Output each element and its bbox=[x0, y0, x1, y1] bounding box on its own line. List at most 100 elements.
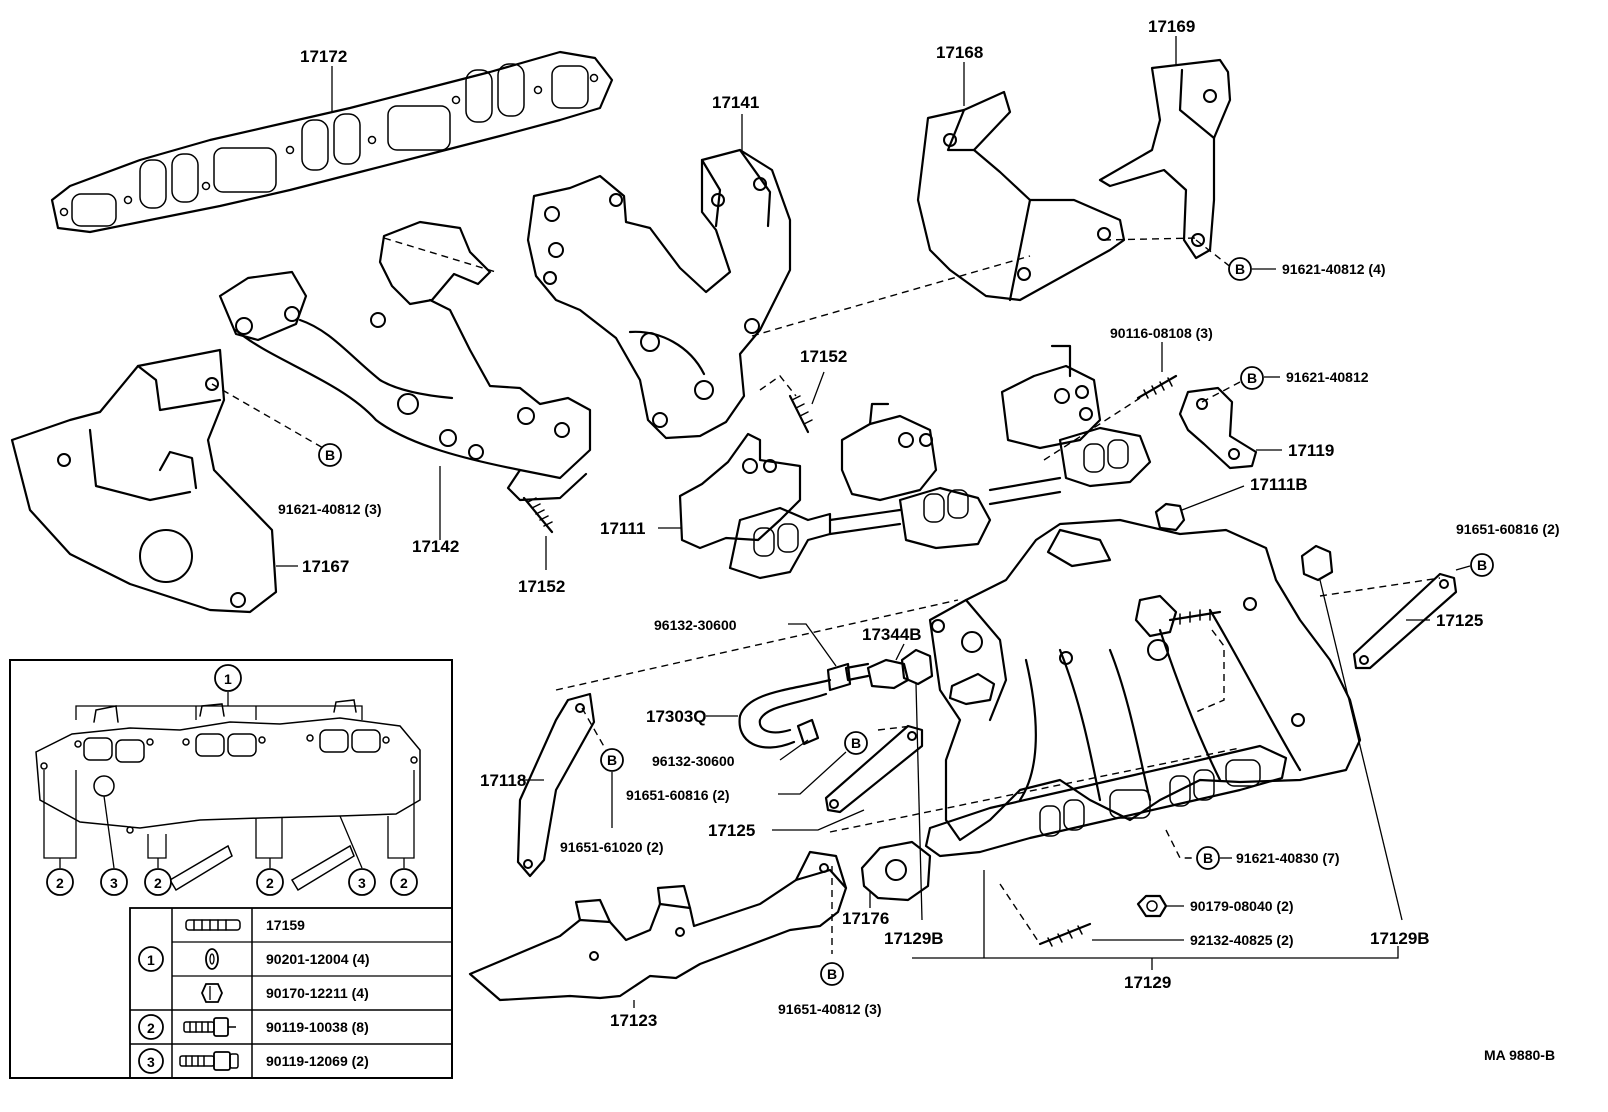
bolt-icon bbox=[183, 1017, 236, 1037]
label-17129b-left: 17129B bbox=[884, 929, 944, 948]
part-17168-heat-insulator bbox=[916, 90, 1126, 302]
b-marker-7: B bbox=[600, 748, 624, 772]
svg-text:1: 1 bbox=[224, 671, 232, 687]
svg-text:2: 2 bbox=[56, 875, 64, 891]
inset-marker-2c: 2 bbox=[256, 868, 284, 896]
label-17152-lower: 17152 bbox=[518, 577, 565, 596]
part-90116-08108-stud bbox=[1136, 374, 1178, 400]
label-17303q: 17303Q bbox=[646, 707, 707, 726]
label-17142: 17142 bbox=[412, 537, 459, 556]
part-17176-gasket bbox=[860, 840, 932, 902]
part-17152-stud-upper bbox=[788, 394, 813, 434]
part-17129-gasket bbox=[924, 744, 1288, 858]
legend-part-90119-12069: 90119-12069 (2) bbox=[266, 1053, 369, 1069]
legend-part-90170-12211: 90170-12211 (4) bbox=[266, 985, 369, 1001]
svg-text:B: B bbox=[851, 735, 861, 751]
label-17125-right: 17125 bbox=[1436, 611, 1483, 630]
svg-text:1: 1 bbox=[147, 952, 155, 968]
label-90116-08108-3: 90116-08108 (3) bbox=[1110, 325, 1213, 341]
label-17168: 17168 bbox=[936, 43, 983, 62]
part-17129-intake-manifold bbox=[928, 518, 1362, 842]
part-96132-30600-clamp-upper bbox=[826, 662, 852, 692]
label-91651-61020-2: 91651-61020 (2) bbox=[560, 839, 664, 855]
svg-text:2: 2 bbox=[400, 875, 408, 891]
svg-text:3: 3 bbox=[110, 875, 118, 891]
svg-text:2: 2 bbox=[154, 875, 162, 891]
part-17172-gasket bbox=[50, 50, 614, 234]
inset-marker-3b: 3 bbox=[348, 868, 376, 896]
part-17142-exhaust-manifold bbox=[218, 220, 592, 502]
legend-group-marker-1: 1 bbox=[138, 946, 164, 972]
label-17111: 17111 bbox=[600, 519, 645, 538]
b-marker-4: B bbox=[1196, 846, 1220, 870]
label-17118: 17118 bbox=[480, 771, 526, 790]
inset-marker-2d: 2 bbox=[390, 868, 418, 896]
svg-text:2: 2 bbox=[266, 875, 274, 891]
b-marker-8: B bbox=[820, 962, 844, 986]
part-17129b-plug-left bbox=[900, 648, 934, 686]
label-90179-08040-2: 90179-08040 (2) bbox=[1190, 898, 1294, 914]
label-91651-60816-2-right: 91651-60816 (2) bbox=[1456, 521, 1560, 537]
legend-group-marker-3: 3 bbox=[138, 1048, 164, 1074]
label-96132-30600-upper: 96132-30600 bbox=[654, 617, 737, 633]
part-92132-40825-stud bbox=[1038, 922, 1092, 947]
part-17169-heat-insulator bbox=[1098, 58, 1232, 260]
part-17119-bracket bbox=[1178, 386, 1258, 470]
part-17129b-plug-right bbox=[1300, 544, 1334, 582]
part-17125-stay-right bbox=[1352, 572, 1458, 670]
svg-text:B: B bbox=[1235, 261, 1245, 277]
part-17111b-plug bbox=[1154, 502, 1186, 532]
part-17141-exhaust-manifold bbox=[526, 148, 792, 440]
part-17125-stay-centre bbox=[824, 724, 924, 814]
legend-group-marker-2: 2 bbox=[138, 1014, 164, 1040]
diagram-code: MA 9880-B bbox=[1484, 1047, 1555, 1063]
label-17141: 17141 bbox=[712, 93, 759, 112]
svg-text:B: B bbox=[607, 752, 617, 768]
svg-text:B: B bbox=[1477, 557, 1487, 573]
label-91621-40812-3: 91621-40812 (3) bbox=[278, 501, 382, 517]
label-17125-centre: 17125 bbox=[708, 821, 755, 840]
part-17344b-sensor bbox=[844, 658, 910, 690]
label-17129: 17129 bbox=[1124, 973, 1171, 992]
b-marker-1: B bbox=[318, 443, 342, 467]
part-17167-heat-insulator bbox=[10, 348, 278, 614]
b-marker-5: B bbox=[1470, 553, 1494, 577]
part-90179-08040-nut bbox=[1136, 894, 1168, 918]
label-91651-60816-2-centre: 91651-60816 (2) bbox=[626, 787, 730, 803]
svg-text:3: 3 bbox=[358, 875, 366, 891]
part-17123-bracket bbox=[468, 850, 848, 1002]
label-17167: 17167 bbox=[302, 557, 349, 576]
svg-text:3: 3 bbox=[147, 1054, 155, 1070]
label-96132-30600-lower: 96132-30600 bbox=[652, 753, 735, 769]
label-91651-40812-3: 91651-40812 (3) bbox=[778, 1001, 882, 1017]
label-17111b: 17111B bbox=[1250, 475, 1308, 494]
svg-text:B: B bbox=[1247, 370, 1257, 386]
part-17152-stud-lower bbox=[522, 496, 554, 534]
svg-text:B: B bbox=[827, 966, 837, 982]
legend-part-17159: 17159 bbox=[266, 917, 305, 933]
svg-text:B: B bbox=[1203, 850, 1213, 866]
part-17111-intake-flange bbox=[678, 344, 1152, 580]
inset-marker-2b: 2 bbox=[144, 868, 172, 896]
flange-bolt-icon bbox=[179, 1051, 239, 1071]
label-17119: 17119 bbox=[1288, 441, 1334, 460]
svg-text:2: 2 bbox=[147, 1020, 155, 1036]
label-17123: 17123 bbox=[610, 1011, 657, 1030]
b-marker-2: B bbox=[1228, 257, 1252, 281]
part-96132-30600-clamp-lower bbox=[796, 718, 820, 746]
inset-marker-1: 1 bbox=[214, 664, 242, 692]
label-91621-40812: 91621-40812 bbox=[1286, 369, 1369, 385]
part-17303q-hose bbox=[738, 678, 832, 749]
label-91621-40812-4: 91621-40812 (4) bbox=[1282, 261, 1386, 277]
label-17176: 17176 bbox=[842, 909, 889, 928]
part-17118-stay bbox=[516, 692, 596, 878]
label-17172: 17172 bbox=[300, 47, 347, 66]
legend-part-90201-12004: 90201-12004 (4) bbox=[266, 951, 370, 967]
washer-icon bbox=[205, 948, 219, 970]
legend-part-90119-10038: 90119-10038 (8) bbox=[266, 1019, 369, 1035]
label-17129b-right: 17129B bbox=[1370, 929, 1430, 948]
b-marker-6: B bbox=[844, 731, 868, 755]
inset-marker-2a: 2 bbox=[46, 868, 74, 896]
label-17169: 17169 bbox=[1148, 17, 1195, 36]
